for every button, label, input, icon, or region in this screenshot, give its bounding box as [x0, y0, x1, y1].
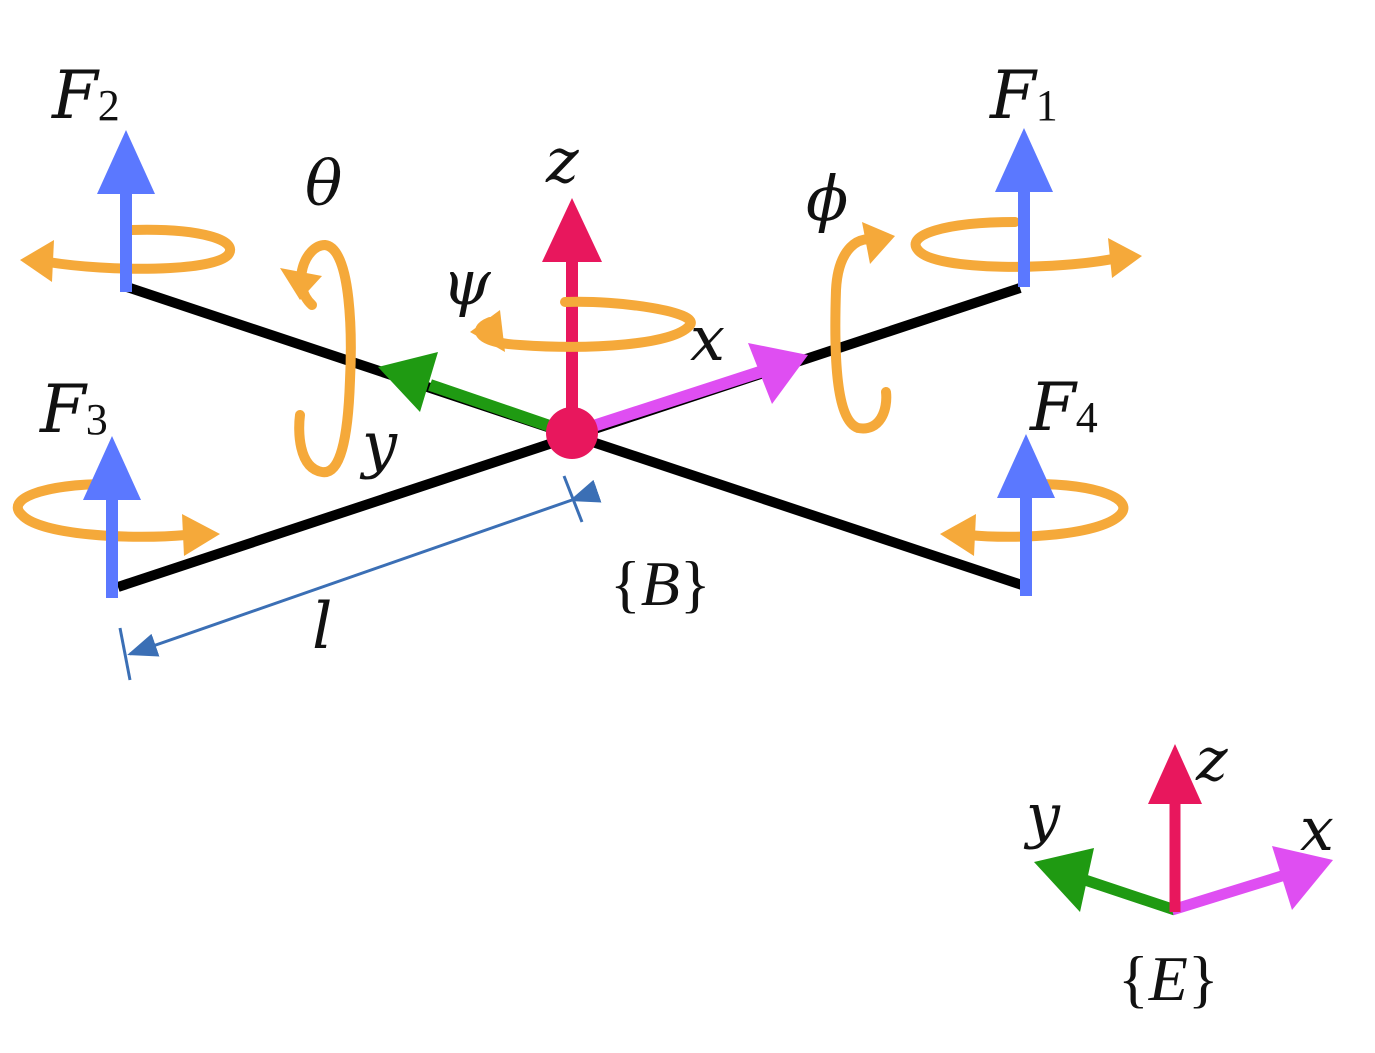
pitch-rotation-arrow: [294, 239, 356, 478]
pitch-rotation: [280, 239, 356, 478]
earth-y-label: y: [1023, 781, 1061, 851]
yaw-rotation-arrow: [475, 296, 696, 352]
body-x-axis-arrow: [748, 343, 808, 404]
pitch-angle-label: θ: [305, 147, 342, 220]
yaw-rotation: [470, 296, 696, 352]
roll-rotation-arrow: [830, 234, 892, 434]
yaw-angle-label: ψ: [442, 246, 492, 319]
body-y-axis-shaft: [428, 379, 572, 439]
rotation-arrowhead-f2: [20, 240, 54, 282]
roll-angle-label: ϕ: [806, 162, 848, 235]
earth-y-axis-arrow: [1034, 848, 1094, 912]
rotor-f2: [20, 130, 235, 292]
rotation-arrow-f1: [910, 217, 1123, 272]
earth-z-label: z: [1195, 725, 1228, 795]
thrust-arrow-f3: [83, 436, 141, 500]
rotation-arrow-f4: [963, 479, 1129, 542]
pitch-rotation-arrowhead: [280, 268, 322, 300]
body-x-label: x: [690, 302, 725, 375]
thrust-arrow-f4: [997, 434, 1055, 498]
body-x-axis-shaft: [570, 366, 762, 439]
rotor-f4: [940, 434, 1129, 596]
rotation-arrow-f2: [43, 224, 235, 274]
force-label-f3: F3: [39, 371, 108, 448]
earth-x-label: x: [1300, 795, 1334, 865]
yaw-rotation-arrowhead: [470, 310, 505, 352]
rotation-arrowhead-f4: [940, 514, 976, 556]
labels: F2 F1 F3 F4 θ ϕ ψ z x y {B} l z y x {E}: [39, 57, 1334, 1014]
body-frame-axes: [378, 198, 808, 439]
thrust-arrow-f1: [995, 128, 1053, 192]
roll-rotation: [830, 222, 895, 434]
body-y-label: y: [359, 408, 398, 481]
rotor-f1: [910, 128, 1142, 287]
arm-length-dimension: [118, 475, 602, 681]
force-label-f4: F4: [1029, 369, 1098, 446]
body-frame-label: {B}: [610, 548, 711, 619]
rotation-arrowhead-f3: [182, 514, 220, 556]
earth-x-axis-arrow: [1272, 846, 1333, 910]
earth-x-axis-shaft: [1170, 869, 1287, 916]
center-of-mass-dot: [546, 407, 598, 459]
earth-frame-label: {E}: [1118, 943, 1219, 1014]
earth-y-axis-shaft: [1083, 874, 1177, 916]
rotation-arrowhead-f1: [1108, 238, 1142, 278]
dimension-line: [127, 479, 602, 657]
body-z-axis-arrow: [542, 198, 602, 262]
dimension-tick-left: [118, 627, 132, 681]
body-z-label: z: [545, 124, 579, 197]
earth-z-axis-arrow: [1148, 744, 1202, 804]
dimension-tick-right: [562, 475, 584, 523]
thrust-arrow-f2: [97, 130, 155, 194]
force-label-f2: F2: [51, 57, 120, 134]
arm-length-label: l: [312, 590, 332, 664]
earth-frame-axes: [1034, 744, 1333, 916]
body-y-axis-arrow: [378, 352, 438, 412]
roll-rotation-arrowhead: [862, 222, 895, 264]
rotor-f3: [12, 436, 220, 598]
force-label-f1: F1: [989, 57, 1058, 134]
